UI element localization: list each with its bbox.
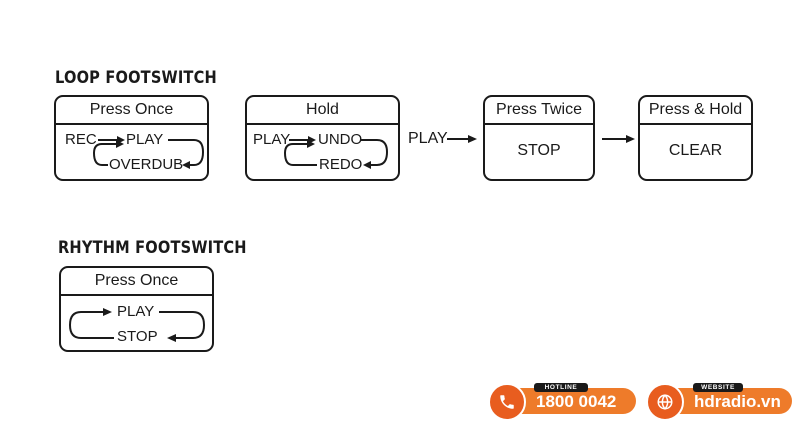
loop-press-hold-header: Press & Hold [640, 97, 751, 125]
hotline-number: 1800 0042 [536, 392, 617, 411]
rec-label: REC [65, 131, 97, 148]
undo-label: UNDO [318, 131, 363, 148]
rhythm-press-once-header: Press Once [61, 268, 212, 296]
hotline-caption: HOTLINE [534, 383, 588, 392]
globe-icon [646, 383, 684, 421]
website-url: hdradio.vn [694, 392, 781, 411]
loop-press-hold-body: CLEAR [640, 125, 751, 179]
loop-press-twice-body: STOP [485, 125, 593, 179]
loop-hold-box: Hold PLAY UNDO REDO [245, 95, 400, 181]
loop-press-twice-header: Press Twice [485, 97, 593, 125]
overdub-label: OVERDUB [109, 156, 184, 173]
stop-label: STOP [517, 142, 561, 159]
clear-label: CLEAR [668, 142, 723, 159]
loop-hold-body: PLAY UNDO REDO [247, 125, 398, 179]
play-transition-label: PLAY [408, 130, 448, 147]
loop-press-once-box: Press Once REC PLAY OVERDUB [54, 95, 209, 181]
loop-press-once-body: REC PLAY OVERDUB [56, 125, 207, 179]
loop-press-once-header: Press Once [56, 97, 207, 125]
loop-press-twice-box: Press Twice STOP [483, 95, 595, 181]
website-caption: WEBSITE [693, 383, 743, 392]
rhythm-play-label: PLAY [117, 303, 155, 320]
loop-hold-header: Hold [247, 97, 398, 125]
rhythm-stop-label: STOP [117, 328, 158, 345]
redo-label: REDO [319, 156, 363, 173]
rhythm-footswitch-title: RHYTHM FOOTSWITCH [58, 238, 247, 258]
rhythm-press-once-box: Press Once PLAY STOP [59, 266, 214, 352]
hold-play-label: PLAY [253, 131, 291, 148]
phone-icon [488, 383, 526, 421]
rhythm-press-once-body: PLAY STOP [61, 296, 212, 350]
loop-footswitch-title: LOOP FOOTSWITCH [55, 68, 217, 88]
play-label: PLAY [126, 131, 164, 148]
loop-press-hold-box: Press & Hold CLEAR [638, 95, 753, 181]
